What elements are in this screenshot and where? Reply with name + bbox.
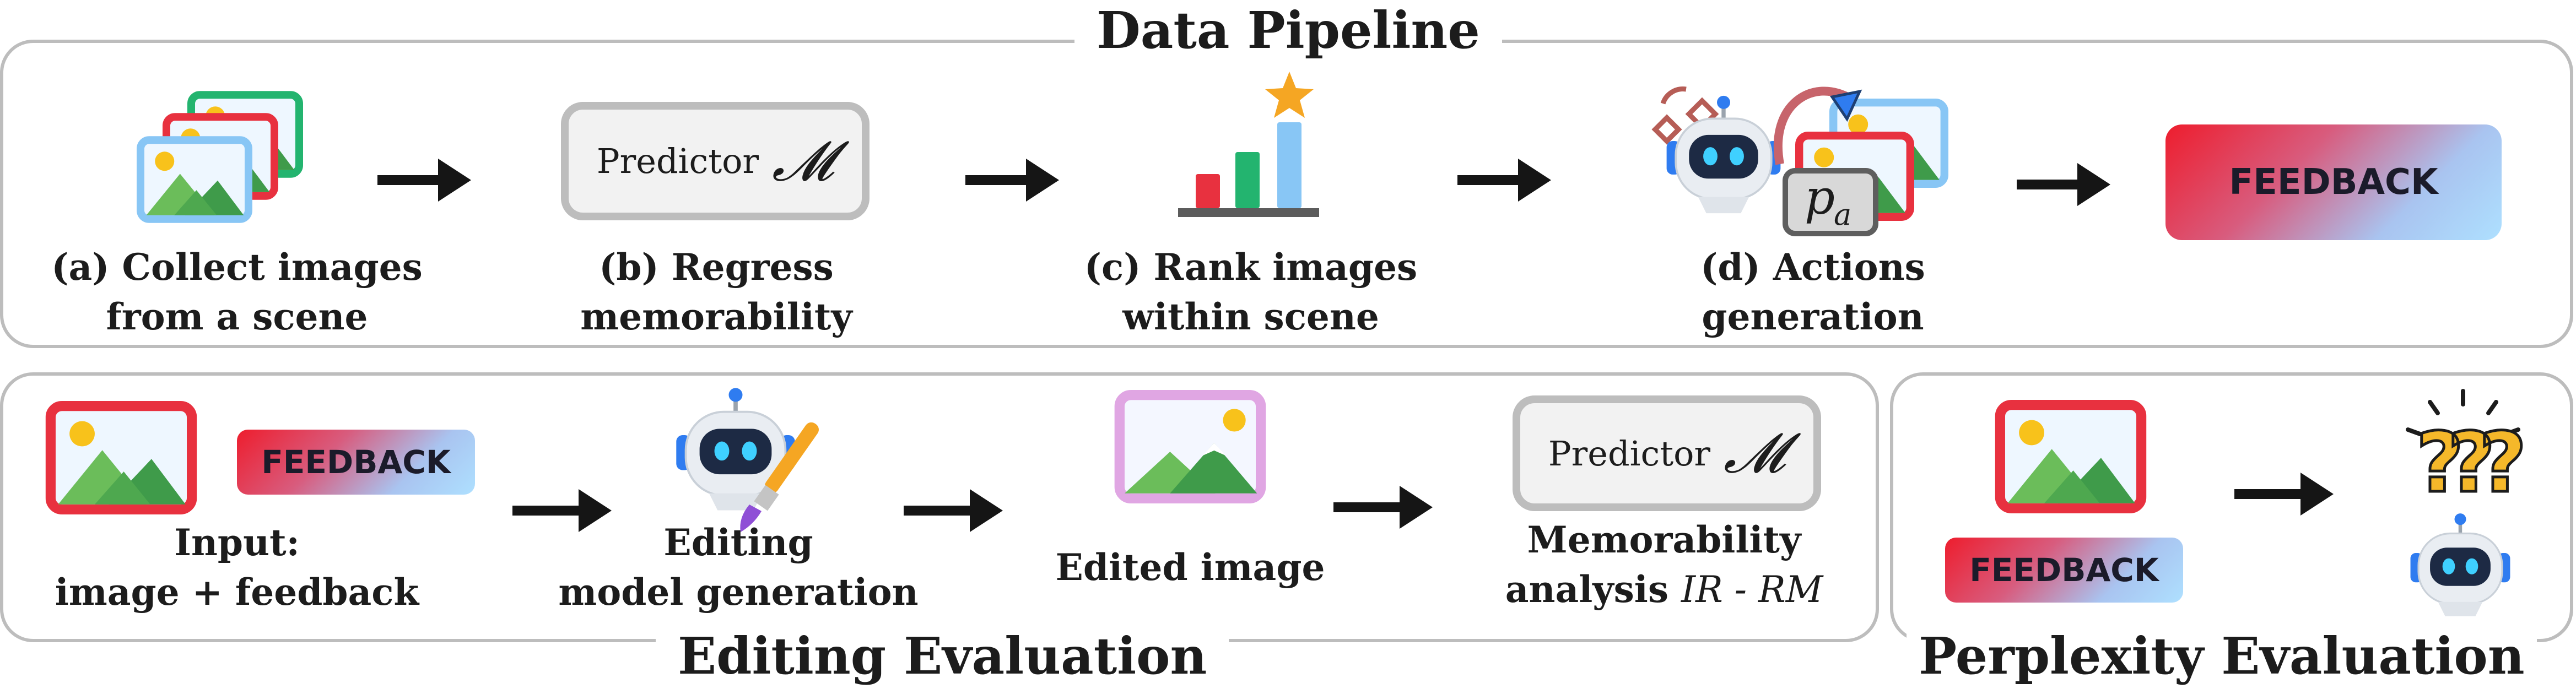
- predictor-symbol: 𝓜: [772, 128, 834, 193]
- analysis-prefix: analysis: [1505, 568, 1681, 611]
- predictor-label: Predictor: [596, 141, 759, 181]
- step-d-line1: (d) Actions: [1700, 246, 1925, 289]
- predictor-symbol: 𝓜: [1724, 421, 1786, 485]
- analysis-line1: Memorability: [1527, 518, 1801, 561]
- step-d-line2: generation: [1702, 295, 1924, 338]
- input-caption: Input: image + feedback: [33, 518, 441, 617]
- step-a-line1: (a) Collect images: [51, 246, 423, 289]
- input-line1: Input:: [174, 521, 300, 564]
- feedback-badge: FEEDBACK: [2165, 124, 2502, 240]
- predictor-label: Predictor: [1548, 433, 1711, 474]
- predictor-box: Predictor 𝓜: [561, 102, 870, 220]
- arrow-icon: [904, 489, 1003, 532]
- paintbrush-icon: [740, 422, 819, 532]
- step-c-line2: within scene: [1122, 295, 1379, 338]
- step-b-line2: memorability: [580, 295, 852, 338]
- action-symbol: p: [1805, 170, 1835, 225]
- editing-evaluation-title: Editing Evaluation: [656, 626, 1229, 686]
- analysis-caption: Memorability analysis IR - RM: [1455, 515, 1873, 615]
- arrow-icon: [1457, 159, 1551, 202]
- step-c-line1: (c) Rank images: [1084, 246, 1418, 289]
- edited-caption: Edited image: [1055, 546, 1325, 589]
- robot-editor-icon: [667, 380, 819, 532]
- arrow-icon: [512, 489, 612, 532]
- step-b-line1: (b) Regress: [599, 246, 834, 289]
- step-b-caption: (b) Regress memorability: [507, 242, 926, 341]
- action-subscript: a: [1834, 197, 1851, 232]
- arrow-icon: [2234, 473, 2334, 516]
- step-a-line2: from a scene: [106, 295, 368, 338]
- predictor-box: Predictor 𝓜: [1513, 395, 1821, 511]
- bar-chart-star-icon: [1178, 72, 1319, 217]
- arrow-icon: [377, 159, 471, 202]
- image-stack-icon: [132, 91, 314, 234]
- model-line2: model generation: [558, 571, 919, 614]
- question-marks: ???: [2416, 415, 2521, 511]
- edited-image-icon: [1114, 390, 1266, 503]
- analysis-line2: analysis IR - RM: [1455, 565, 1873, 615]
- model-line1: Editing: [663, 521, 813, 564]
- arrow-icon: [965, 159, 1059, 202]
- actions-generation-icon: p a: [1651, 86, 1956, 236]
- data-pipeline-title: Data Pipeline: [1074, 0, 1502, 61]
- step-c-caption: (c) Rank images within scene: [1036, 242, 1466, 341]
- input-line2: image + feedback: [55, 571, 419, 614]
- robot-icon: [2394, 507, 2526, 622]
- step-d-caption: (d) Actions generation: [1609, 242, 2017, 341]
- feedback-badge: FEEDBACK: [237, 430, 475, 495]
- image-icon: [45, 401, 197, 514]
- arrow-icon: [2017, 163, 2110, 206]
- step-a-caption: (a) Collect images from a scene: [22, 242, 452, 341]
- perplexity-evaluation-title: Perplexity Evaluation: [1907, 626, 2537, 686]
- feedback-badge: FEEDBACK: [1945, 538, 2183, 603]
- analysis-metric: IR - RM: [1681, 568, 1823, 611]
- arrow-icon: [1333, 486, 1433, 529]
- model-caption: Editing model generation: [529, 518, 948, 617]
- image-icon: [1995, 400, 2147, 513]
- question-marks-icon: ???: [2406, 389, 2540, 513]
